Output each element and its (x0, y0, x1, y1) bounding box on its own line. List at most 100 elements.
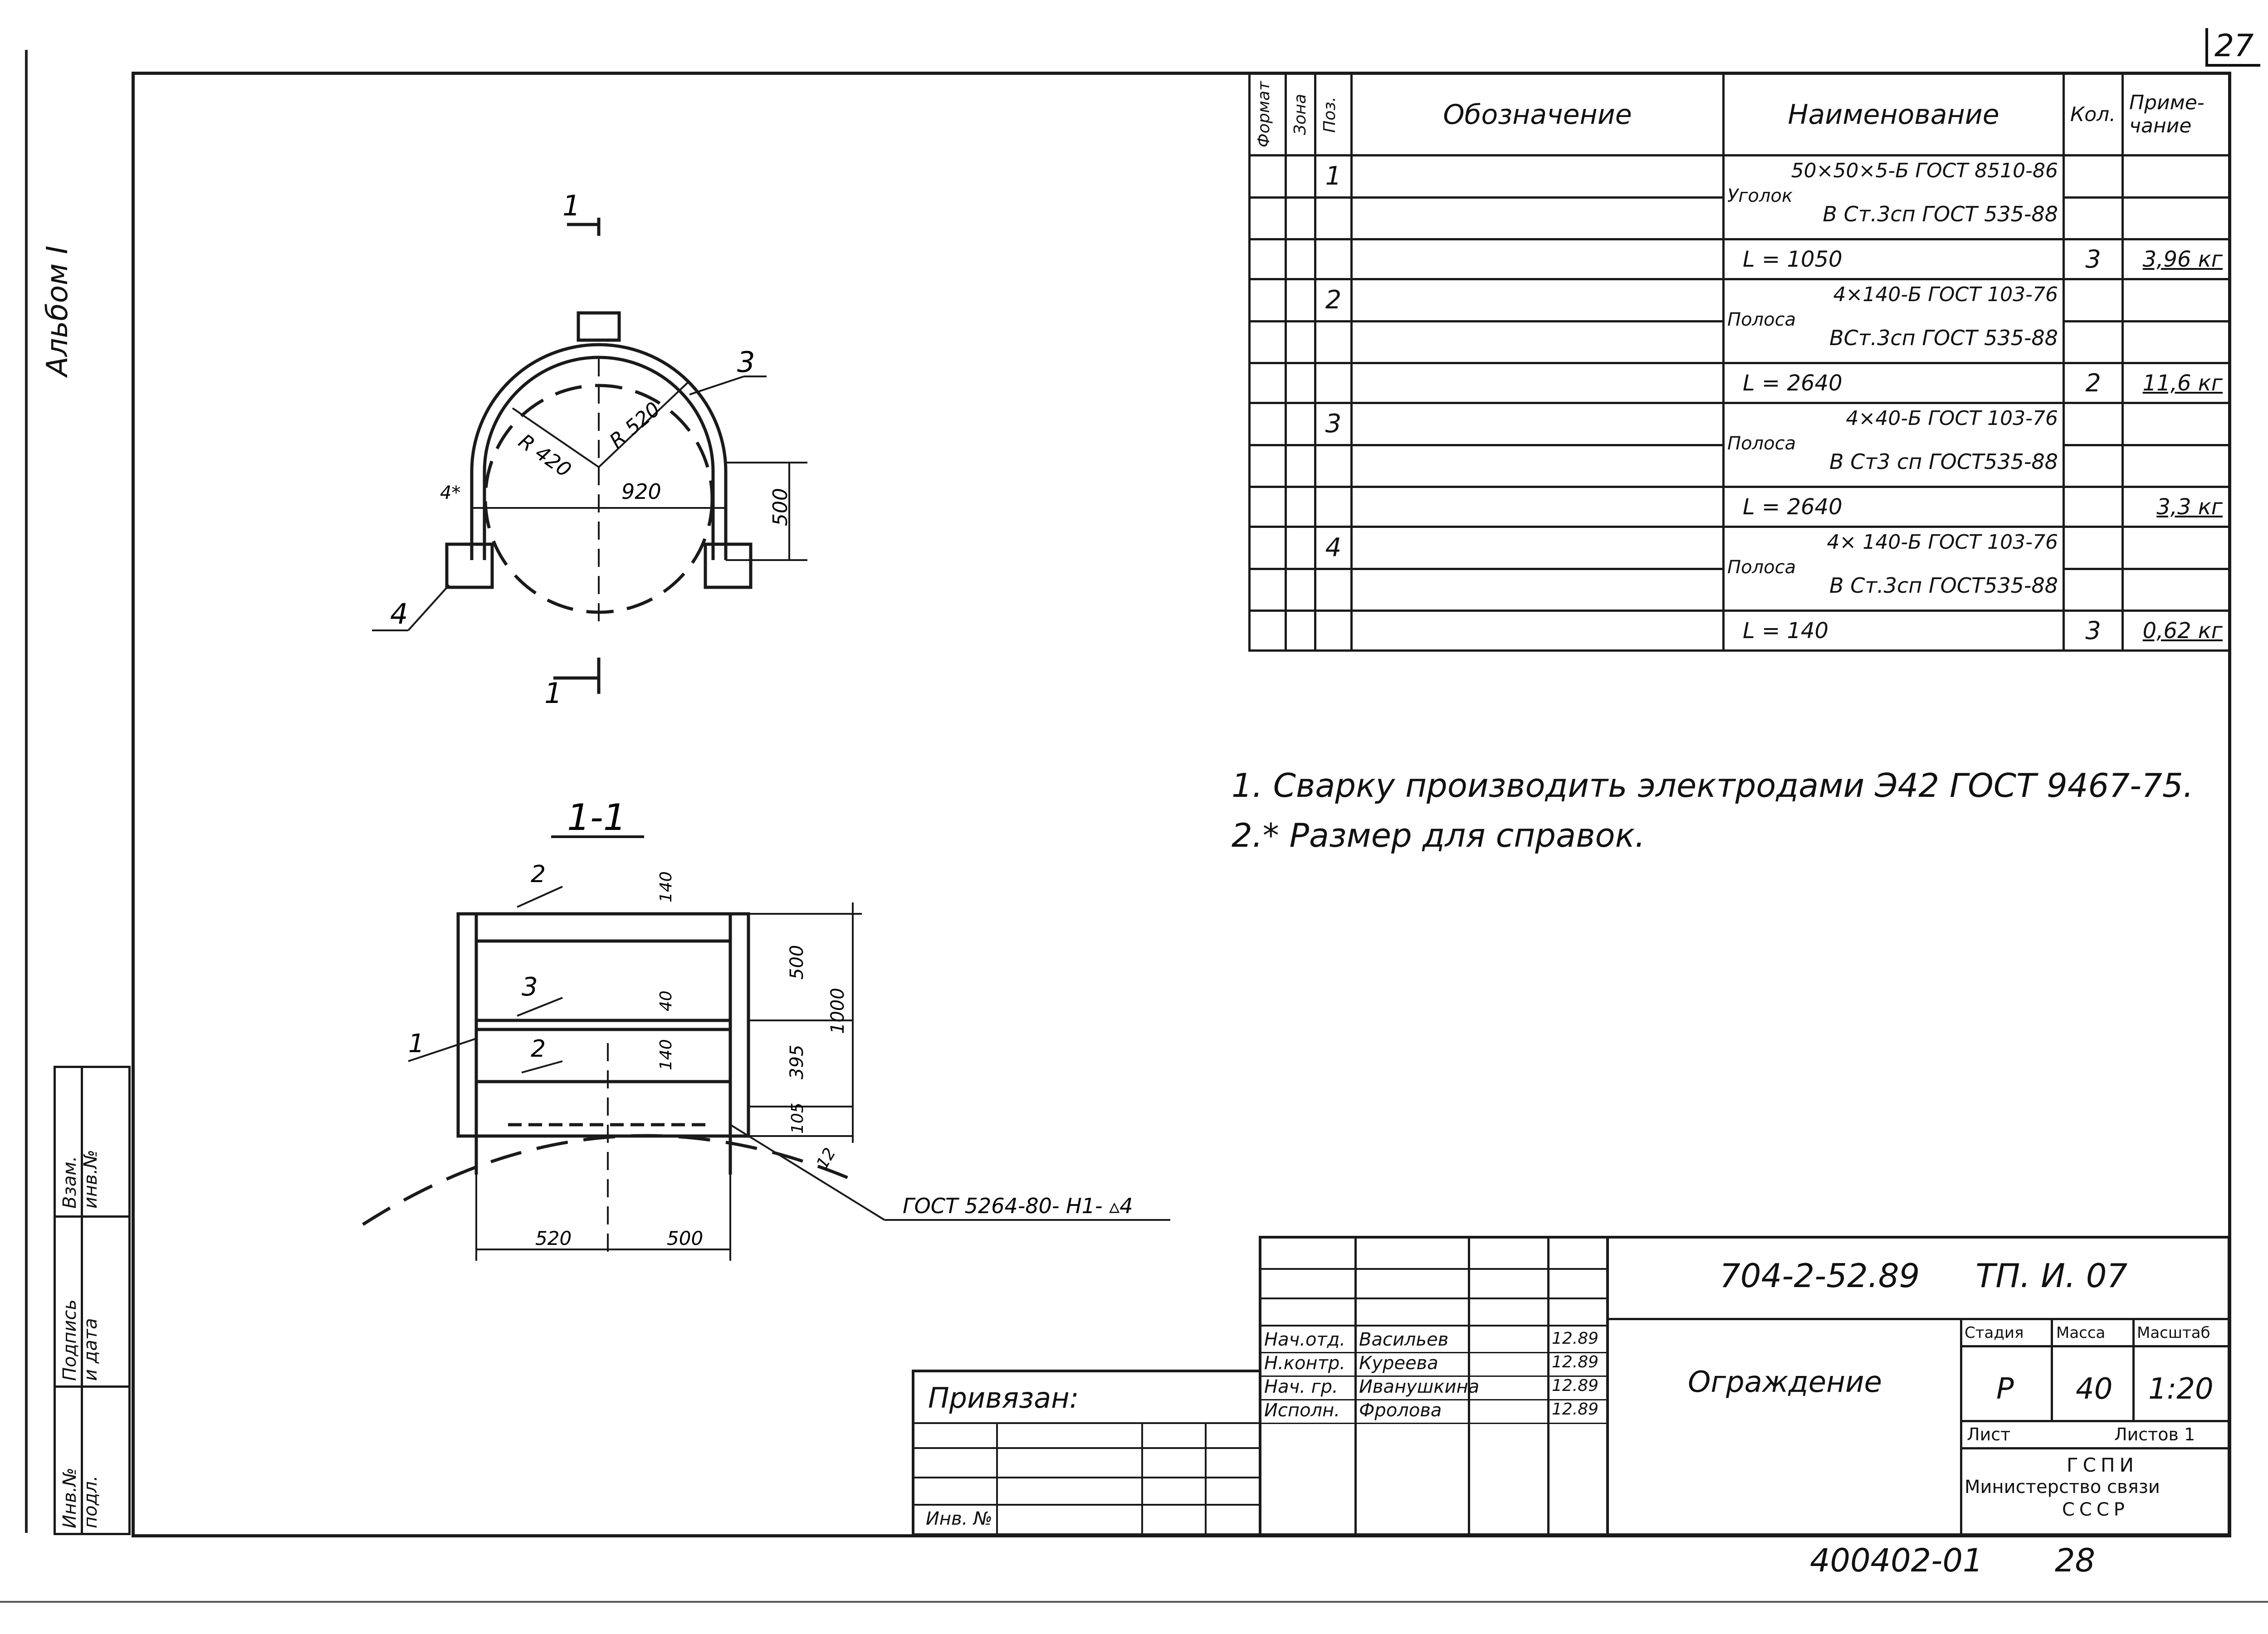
header-name: Наименование (1722, 73, 2065, 156)
spec-qty (2063, 486, 2124, 528)
section-mark-bottom: 1 (544, 677, 562, 710)
header-zone: Зона (1285, 73, 1316, 156)
spec-row-mid (1248, 320, 2230, 364)
doc-code: 704-2-52.89 ТП. И. 07 (1720, 1257, 2127, 1295)
section-title: 1-1 (567, 796, 626, 839)
note-2: 2.* Размер для справок. (1232, 816, 1645, 854)
signature-date: 12.89 (1552, 1376, 1599, 1395)
spec-mass: 3,96 кг (2121, 238, 2230, 280)
org-line-2: Министерство связи (1965, 1477, 2160, 1497)
header-qty: Кол. (2063, 73, 2124, 156)
org-line-1: ГСПИ (2067, 1454, 2138, 1476)
spec-row-mid (1248, 444, 2230, 488)
inventory-label: Инв. № (926, 1508, 992, 1529)
dim-920: 920 (621, 479, 661, 504)
dim-520: 520 (535, 1227, 572, 1249)
doc-code-sub: ТП. И. 07 (1975, 1257, 2128, 1295)
object-name: Ограждение (1688, 1366, 1882, 1399)
spec-material-2: ВСт.3сп ГОСТ 535-88 (1829, 326, 2058, 350)
dim-12: 12 (813, 1145, 839, 1172)
dim-105: 105 (788, 1102, 807, 1134)
scale-label: Масштаб (2137, 1324, 2210, 1342)
signature-role: Нач. гр. (1264, 1376, 1338, 1397)
bottom-code: 400402-01 (1810, 1542, 1983, 1579)
spec-material-2: В Ст.3сп ГОСТ 535-88 (1823, 202, 2058, 226)
spec-type: Полоса (1727, 309, 1796, 330)
spec-length: L = 2640 (1722, 362, 2065, 404)
spec-pos: 1 (1314, 154, 1353, 199)
spec-pos: 2 (1314, 278, 1353, 322)
dim-4: 4* (440, 483, 460, 503)
dim-500-v: 500 (787, 945, 807, 980)
section-mark-top: 1 (562, 189, 580, 222)
spec-qty: 3 (2063, 610, 2124, 652)
spec-mass: 11,6 кг (2121, 362, 2230, 404)
spec-qty: 3 (2063, 238, 2124, 280)
signature-date: 12.89 (1552, 1400, 1599, 1419)
dim-40: 40 (657, 990, 675, 1011)
spec-material-2: В Ст.3сп ГОСТ535-88 (1829, 573, 2058, 598)
spec-designation (1350, 278, 1725, 322)
dim-395: 395 (787, 1045, 807, 1079)
signature-date: 12.89 (1552, 1353, 1599, 1371)
side-stamp: Взам. инв.№ Подпись и дата Инв.№ подл. (54, 1066, 131, 1535)
dim-500-h: 500 (667, 1227, 703, 1249)
foot-left (445, 542, 494, 589)
header-note: Приме- чание (2121, 73, 2230, 156)
ring-outer (470, 343, 728, 560)
pipe-arc (362, 1134, 863, 1226)
signature-name: Иванушкина (1359, 1376, 1480, 1397)
bottom-page: 28 (2055, 1542, 2096, 1579)
spec-pos: 3 (1314, 402, 1353, 446)
dim-r520: R 520 (605, 398, 665, 453)
signature-role: Нач.отд. (1264, 1329, 1346, 1350)
mass-label: Масса (2056, 1324, 2106, 1342)
spec-type: Полоса (1727, 557, 1796, 578)
stage-label: Стадия (1965, 1324, 2024, 1342)
spec-header-row: Формат Зона Поз. Обозначение Наименовани… (1248, 73, 2230, 156)
org-line-3: СССР (2062, 1499, 2129, 1520)
dim-1000-v: 1000 (827, 988, 848, 1034)
spec-type: Полоса (1727, 433, 1796, 454)
spec-material-1: 4× 140-Б ГОСТ 103-76 (1827, 531, 2058, 554)
spec-qty: 2 (2063, 362, 2124, 404)
spec-material-1: 50×50×5-Б ГОСТ 8510-86 (1791, 159, 2058, 182)
callout-4-top: 4 (390, 597, 408, 630)
spec-material-1: 4×40-Б ГОСТ 103-76 (1846, 407, 2058, 430)
scale-value: 1:20 (2148, 1372, 2214, 1406)
dim-r420: R 420 (514, 429, 576, 482)
mass-value: 40 (2076, 1372, 2113, 1406)
spec-length: L = 140 (1722, 610, 2065, 652)
ring-inner (483, 356, 715, 560)
spec-designation (1350, 402, 1725, 446)
foot-right (704, 542, 753, 589)
bottom-rule (0, 1601, 2268, 1603)
sheets-label: Листов 1 (2114, 1424, 2195, 1444)
dim-500: 500 (769, 488, 792, 526)
section-callout-2b: 2 (531, 1035, 546, 1063)
spec-length: L = 1050 (1722, 238, 2065, 280)
signature-name: Фролова (1359, 1400, 1442, 1421)
spec-mass: 0,62 кг (2121, 610, 2230, 652)
header-pos: Поз. (1314, 73, 1353, 156)
top-clamp (577, 311, 621, 342)
section-callout-1: 1 (408, 1029, 425, 1058)
section-callout-2a: 2 (531, 861, 546, 888)
weld-note: ГОСТ 5264-80- Н1- ▵4 (903, 1194, 1133, 1218)
section-callout-3: 3 (522, 972, 538, 1002)
page-number: 27 (2205, 28, 2260, 67)
spec-mass: 3,3 кг (2121, 486, 2230, 528)
spec-material-2: В Ст3 сп ГОСТ535-88 (1829, 449, 2058, 474)
